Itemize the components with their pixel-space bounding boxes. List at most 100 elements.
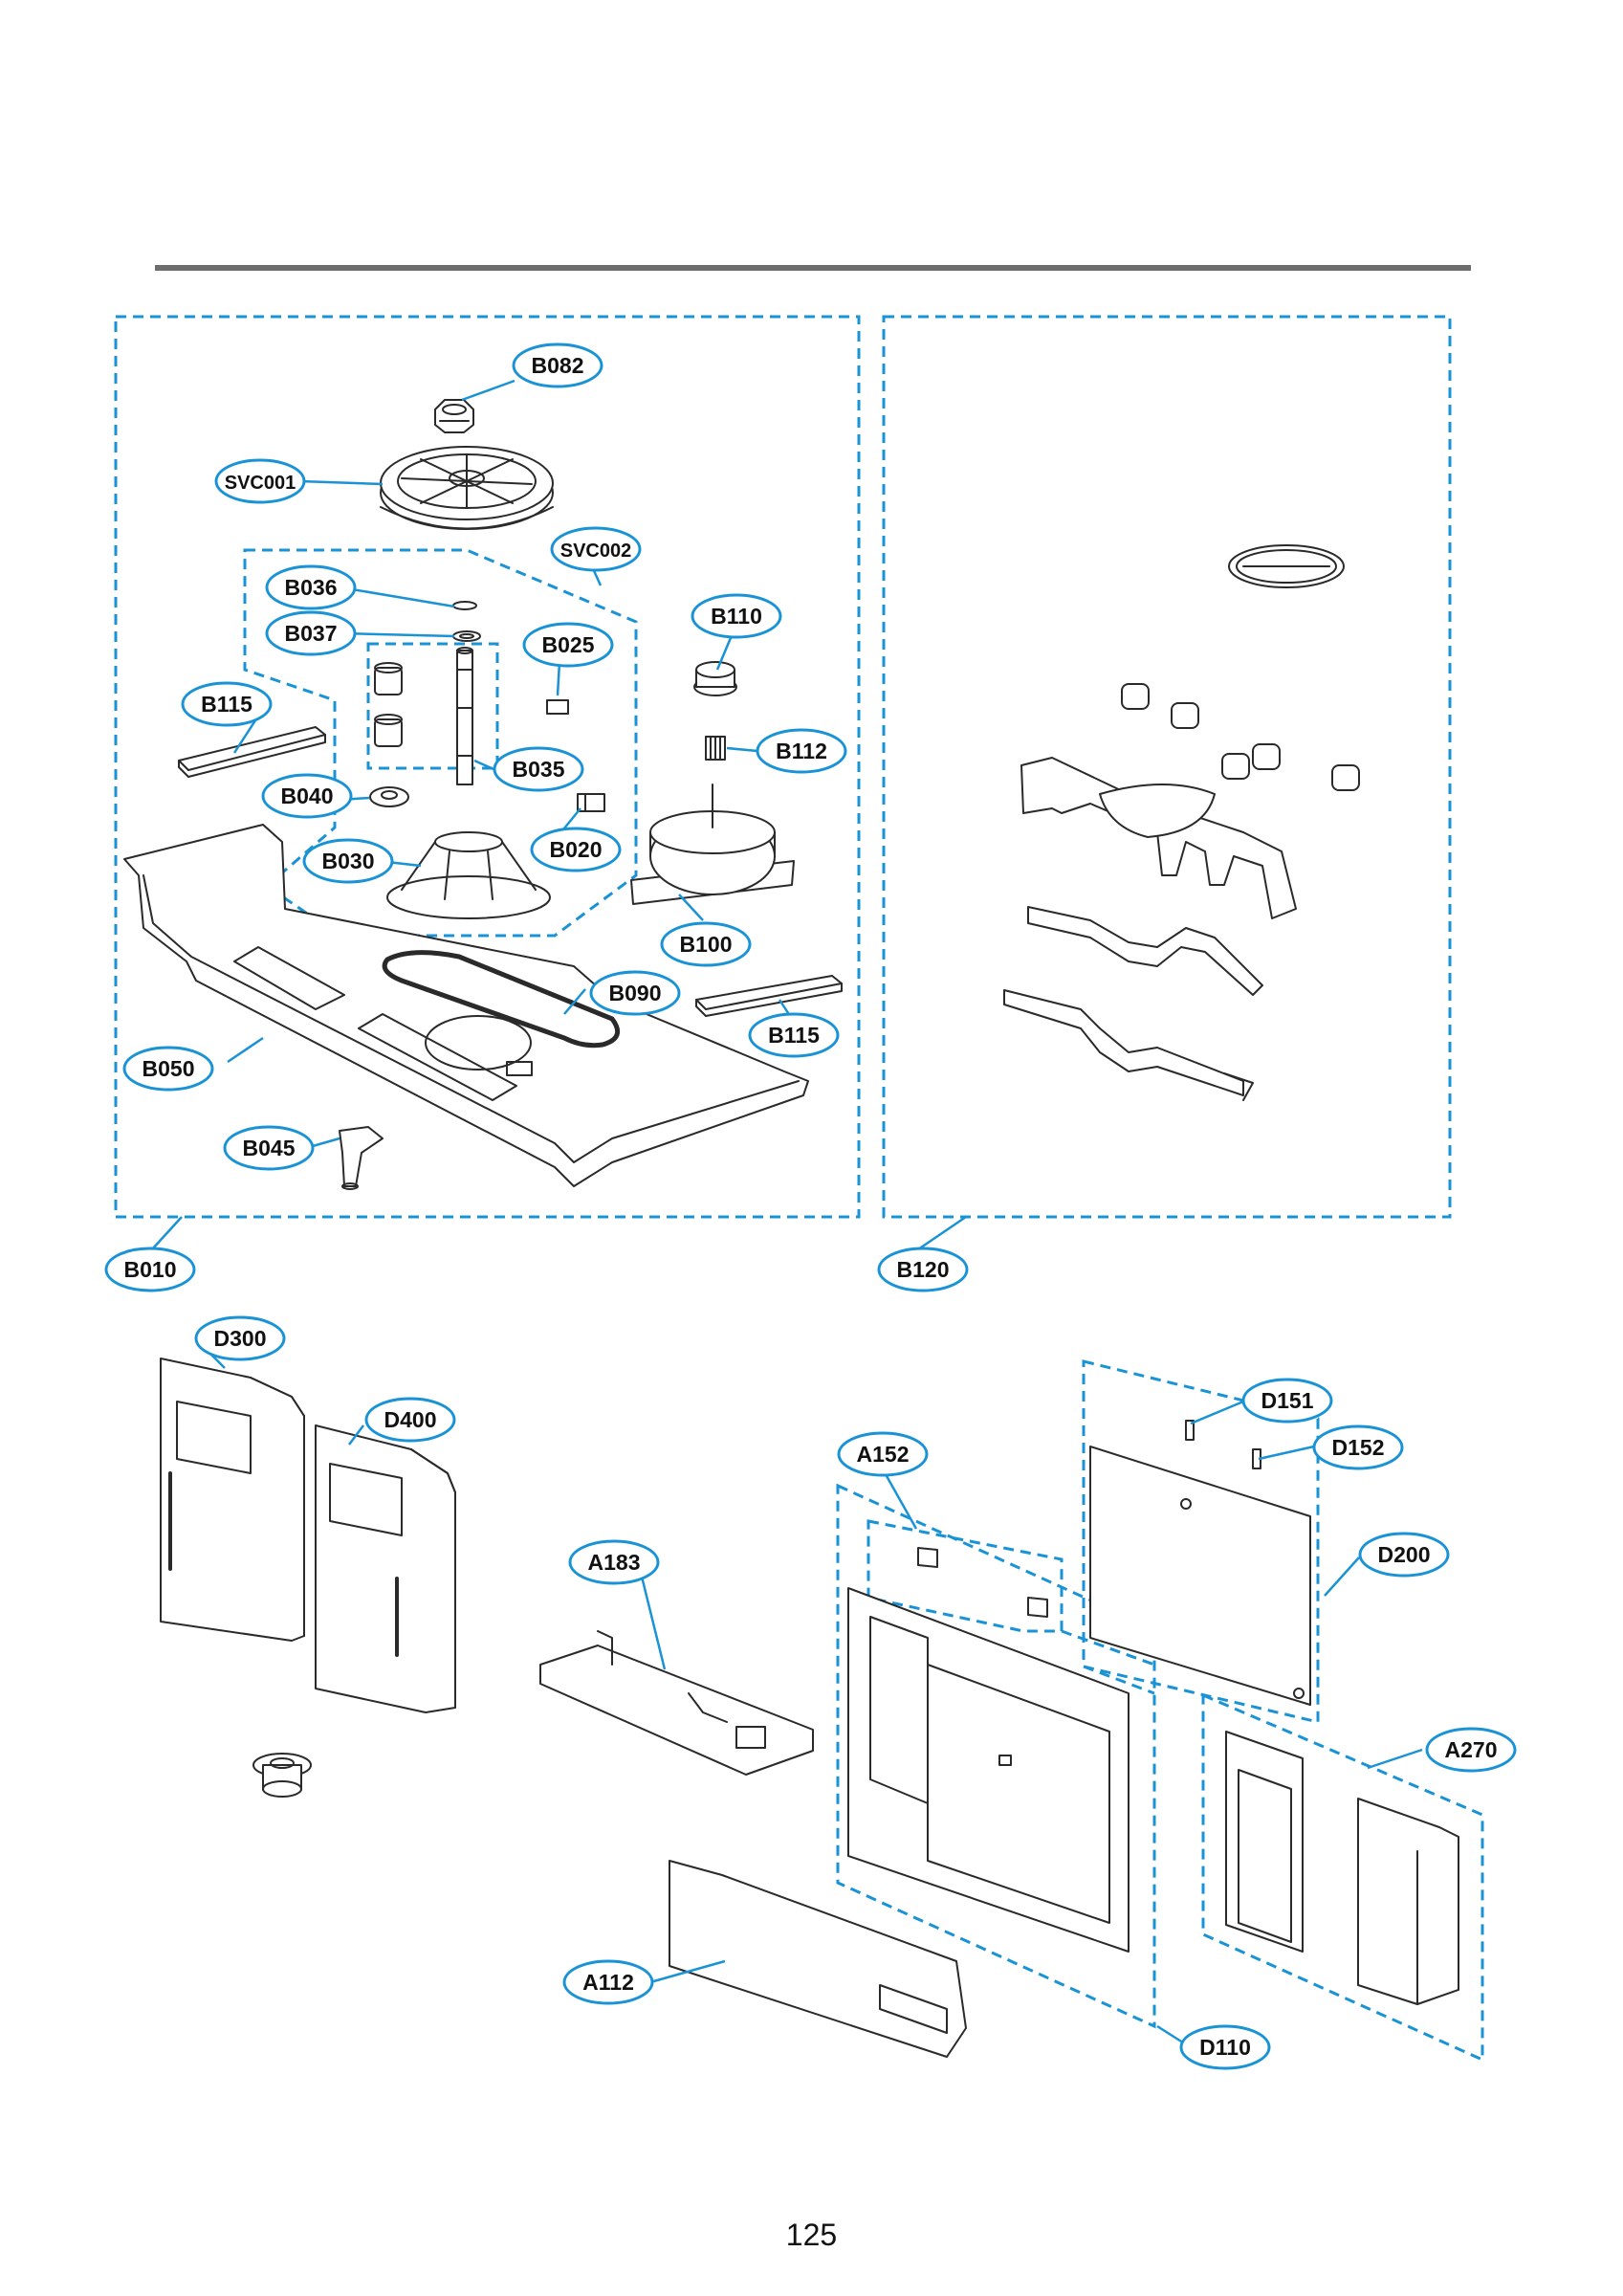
callout-bubble bbox=[530, 827, 622, 872]
callout-d151: D151 bbox=[1241, 1378, 1333, 1424]
callout-bubble bbox=[1179, 2024, 1271, 2070]
motor-b100-part bbox=[630, 784, 795, 905]
callout-svc002: SVC002 bbox=[550, 526, 642, 572]
group-box-d110 bbox=[836, 1483, 1156, 2029]
callout-bubble bbox=[265, 564, 357, 610]
callout-b115-bottom: B115 bbox=[748, 1012, 840, 1058]
group-box-b120 bbox=[882, 315, 1452, 1219]
callout-label: SVC002 bbox=[560, 541, 632, 562]
knob-part bbox=[252, 1753, 312, 1798]
callout-d300: D300 bbox=[194, 1315, 286, 1361]
callout-svc001: SVC001 bbox=[214, 458, 306, 504]
bearing-b040-part bbox=[369, 786, 409, 807]
callout-bubble bbox=[194, 1315, 286, 1361]
callout-bubble bbox=[493, 746, 584, 792]
callout-bubble bbox=[589, 970, 681, 1016]
callout-bubble bbox=[877, 1247, 969, 1292]
callout-b030: B030 bbox=[302, 838, 394, 884]
callout-b040: B040 bbox=[261, 773, 353, 819]
housing-b030-part bbox=[386, 831, 551, 919]
callout-bubble bbox=[181, 681, 273, 727]
rail-b115-bottom-part bbox=[695, 975, 843, 1017]
callout-label: B090 bbox=[609, 981, 662, 1005]
callout-bubble bbox=[1425, 1727, 1517, 1773]
group-box-b010 bbox=[114, 315, 861, 1219]
callout-bubble bbox=[756, 728, 847, 774]
caps-parts bbox=[1121, 683, 1360, 791]
plate-a112-part bbox=[669, 1860, 967, 2058]
callout-bubble bbox=[522, 622, 614, 668]
callout-bubble bbox=[364, 1397, 456, 1443]
gasket-ring-part bbox=[1228, 544, 1345, 588]
callout-b120: B120 bbox=[877, 1247, 969, 1292]
callout-b025: B025 bbox=[522, 622, 614, 668]
callout-b035: B035 bbox=[493, 746, 584, 792]
callout-label: B100 bbox=[680, 932, 733, 957]
callout-bubble bbox=[550, 526, 642, 572]
panel-a270-back-part bbox=[1357, 1798, 1459, 2005]
cover-d300-part bbox=[160, 1358, 305, 1642]
callout-label: D200 bbox=[1378, 1542, 1431, 1567]
callout-b010: B010 bbox=[104, 1247, 196, 1292]
pulley-part bbox=[380, 446, 554, 530]
rail-b115-top-part bbox=[178, 726, 326, 778]
callout-bubble bbox=[265, 610, 357, 656]
callout-bubble bbox=[261, 773, 353, 819]
panel-a270-front-part bbox=[1225, 1731, 1304, 1953]
group-box-d151 bbox=[1082, 1359, 1320, 1724]
callout-label: SVC001 bbox=[225, 473, 296, 494]
callout-label: B025 bbox=[542, 632, 595, 657]
frame-d110-part bbox=[847, 1587, 1130, 1953]
callout-label: B010 bbox=[124, 1257, 177, 1282]
gear-b112-part bbox=[705, 736, 726, 761]
callout-label: D400 bbox=[384, 1407, 437, 1432]
connector-b020-part bbox=[577, 793, 605, 812]
callout-bubble bbox=[1241, 1378, 1333, 1424]
callout-label: A112 bbox=[582, 1970, 634, 1995]
tray-a183-part bbox=[539, 1630, 814, 1776]
page-number: 125 bbox=[785, 2218, 838, 2252]
callout-label: B112 bbox=[776, 739, 827, 763]
callout-a270: A270 bbox=[1425, 1727, 1517, 1773]
bearing-parts bbox=[374, 662, 403, 747]
callout-label: B037 bbox=[285, 621, 338, 646]
callout-label: B035 bbox=[513, 757, 565, 782]
clips-a152-part bbox=[917, 1547, 1048, 1618]
callout-d400: D400 bbox=[364, 1397, 456, 1443]
callout-b036: B036 bbox=[265, 564, 357, 610]
callout-bubble bbox=[691, 593, 782, 639]
callout-label: D300 bbox=[214, 1326, 267, 1351]
callout-d152: D152 bbox=[1312, 1424, 1404, 1470]
callout-label: B030 bbox=[322, 849, 375, 873]
callout-bubble bbox=[660, 921, 752, 967]
callout-label: A183 bbox=[588, 1550, 641, 1575]
callout-label: B050 bbox=[143, 1056, 195, 1081]
belt-b090-part bbox=[382, 950, 621, 1049]
callout-bubble bbox=[1312, 1424, 1404, 1470]
group-box-svc002 bbox=[243, 548, 638, 938]
callout-label: B036 bbox=[285, 575, 338, 600]
callout-a183: A183 bbox=[568, 1539, 660, 1585]
callout-b090: B090 bbox=[589, 970, 681, 1016]
callout-b115-top: B115 bbox=[181, 681, 273, 727]
callout-label: B045 bbox=[243, 1136, 296, 1160]
callout-label: B110 bbox=[711, 604, 762, 629]
manifold-part bbox=[1020, 757, 1297, 919]
callout-bubble bbox=[122, 1046, 214, 1092]
callout-label: D152 bbox=[1332, 1435, 1385, 1460]
callout-b037: B037 bbox=[265, 610, 357, 656]
callout-a152: A152 bbox=[837, 1431, 929, 1477]
callout-label: B115 bbox=[201, 692, 252, 717]
callout-bubble bbox=[512, 342, 603, 388]
callout-bubble bbox=[837, 1431, 929, 1477]
bracket-b045-part bbox=[339, 1126, 384, 1190]
block-b025-part bbox=[546, 699, 569, 715]
callout-bubble bbox=[302, 838, 394, 884]
callout-label: A152 bbox=[857, 1442, 910, 1467]
callout-label: B115 bbox=[768, 1023, 820, 1048]
callout-b082: B082 bbox=[512, 342, 603, 388]
callout-bubble bbox=[223, 1125, 315, 1171]
callout-label: B040 bbox=[281, 784, 334, 808]
callout-b050: B050 bbox=[122, 1046, 214, 1092]
callout-bubble bbox=[214, 458, 306, 504]
